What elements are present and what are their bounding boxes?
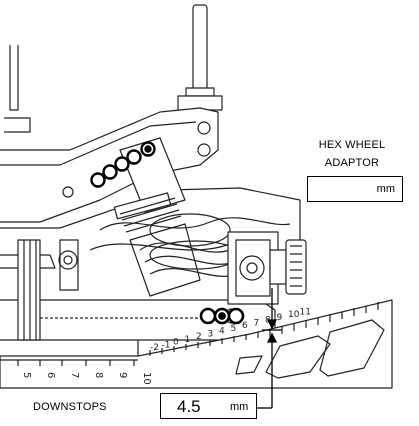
gauge-upper-tick-label: 3 xyxy=(208,329,214,339)
gauge-upper-tick-label: 9 xyxy=(277,313,283,323)
gauge-lower-tick-label: 5 xyxy=(21,372,32,378)
gauge-upper-tick-label: 6 xyxy=(242,321,248,331)
gauge-lower-tick-label: 8 xyxy=(93,372,104,378)
gauge-upper-tick-label: 11 xyxy=(300,307,311,317)
downstops-field[interactable]: 4.5 mm xyxy=(160,393,257,419)
gauge-lower-tick-label: 9 xyxy=(117,372,128,378)
gauge-upper-tick-label: 5 xyxy=(231,324,237,334)
gauge-upper-tick-label: 4 xyxy=(219,327,225,337)
gauge-lower-scale: 10 9 8 7 6 5 xyxy=(21,372,152,385)
hex-wheel-adaptor-unit: mm xyxy=(376,183,395,195)
hex-wheel-adaptor-title-line1: HEX WHEEL xyxy=(318,139,386,151)
tower-post xyxy=(192,4,208,91)
gauge-lower-tick-label: 6 xyxy=(45,372,56,378)
left-post xyxy=(9,45,19,111)
gauge-upper-scale: -2-101234567891011 xyxy=(150,307,311,353)
gauge-upper-tick-label: 2 xyxy=(196,332,202,342)
ride-height-gauge xyxy=(0,299,393,389)
downstops-label: DOWNSTOPS xyxy=(33,401,107,413)
hex-wheel-adaptor-field[interactable]: mm xyxy=(307,176,403,202)
downstops-value: 4.5 xyxy=(177,397,201,416)
upright xyxy=(227,231,307,305)
brake-disc xyxy=(17,239,41,341)
downstop-indicator xyxy=(257,288,282,409)
gauge-lower-tick-label: 7 xyxy=(69,372,80,378)
gauge-upper-tick-label: 7 xyxy=(254,318,260,328)
downstops-unit: mm xyxy=(230,401,249,413)
hex-wheel-adaptor-title-line2: ADAPTOR xyxy=(324,157,380,169)
gauge-upper-tick-label: 10 xyxy=(288,310,300,320)
gauge-lower-tick-label: 10 xyxy=(141,372,152,385)
shock-mount-markers xyxy=(90,141,156,188)
gauge-upper-tick-label: 0 xyxy=(173,338,179,348)
gauge-upper-tick-label: -2 xyxy=(150,343,159,353)
hex-wheel-adaptor-title: HEX WHEEL ADAPTOR xyxy=(296,136,408,172)
arm-mount-markers xyxy=(199,307,245,325)
gauge-upper-tick-label: -1 xyxy=(162,340,171,350)
gauge-upper-tick-label: 1 xyxy=(185,335,191,345)
